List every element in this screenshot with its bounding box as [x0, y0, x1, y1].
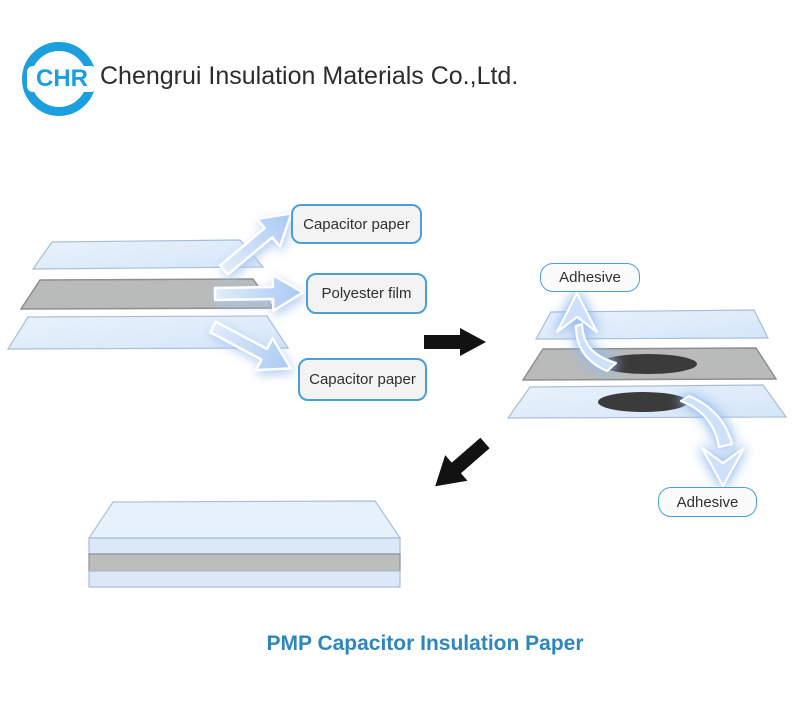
right-layer-stack [506, 309, 788, 419]
arrow-down-right-icon [208, 320, 292, 372]
finished-stack [87, 500, 402, 588]
arrow-down-left-black-icon [435, 437, 490, 487]
sheet-capacitor-paper-top [31, 239, 265, 270]
finished-stack-front-middle [88, 553, 401, 572]
chr-logo-text: CHR [36, 65, 88, 92]
label-adhesive-top: Adhesive [540, 263, 640, 292]
adhesive-spot-top [599, 354, 697, 374]
label-capacitor-paper-bottom: Capacitor paper [298, 358, 427, 401]
callout-arrows [208, 212, 305, 372]
chr-logo-pill: CHR [27, 66, 97, 92]
finished-stack-front-bottom [88, 570, 401, 588]
page-title: PMP Capacitor Insulation Paper [266, 632, 584, 655]
curved-arrow-down-icon [679, 394, 746, 488]
chr-logo: CHR [22, 42, 97, 116]
label-capacitor-paper-top: Capacitor paper [291, 204, 422, 244]
finished-stack-top-face [87, 500, 402, 539]
label-adhesive-bottom: Adhesive [658, 487, 757, 517]
arrow-right-black-icon [424, 328, 486, 356]
company-name: Chengrui Insulation Materials Co.,Ltd. [100, 62, 519, 90]
label-polyester-film: Polyester film [306, 273, 427, 314]
arrow-right-blue-icon [213, 273, 305, 313]
right-sheet-top [534, 309, 769, 340]
arrow-up-right-icon [218, 212, 293, 276]
curved-arrow-up-icon [555, 291, 618, 373]
finished-stack-front-top [88, 537, 401, 555]
adhesive-spot-bottom [598, 392, 688, 412]
